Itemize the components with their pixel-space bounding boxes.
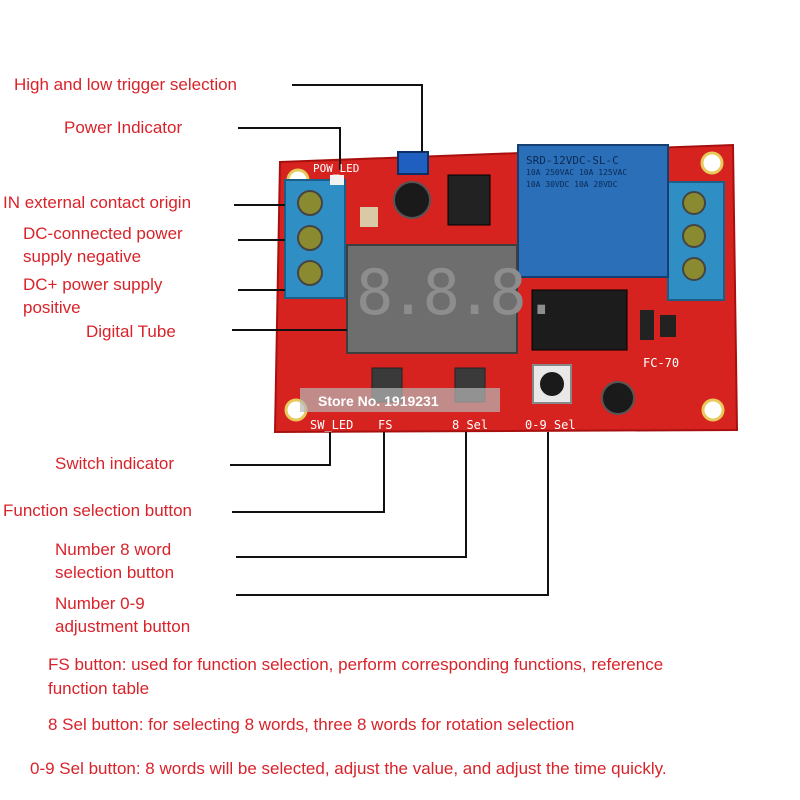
label-digital-tube: Digital Tube	[86, 322, 176, 341]
label-power-indicator: Power Indicator	[64, 118, 183, 137]
relay-rating-1: 10A 250VAC 10A 125VAC	[526, 168, 628, 177]
smd-component	[640, 310, 654, 340]
leader-line-trigger	[292, 84, 423, 152]
silkscreen-sw-led: SW_LED	[310, 418, 354, 432]
mounting-hole	[701, 398, 725, 422]
label-dc-negative-2: supply negative	[23, 247, 142, 266]
terminal-screw	[682, 257, 706, 281]
voltage-regulator	[447, 174, 491, 226]
silkscreen-sel8: 8 Sel	[452, 418, 489, 432]
label-dc-positive-1: DC+ power supply	[23, 275, 163, 294]
desc-sel09: 0-9 Sel button: 8 words will be selected…	[30, 759, 667, 778]
power-led	[330, 175, 344, 185]
capacitor	[601, 381, 635, 415]
label-number8-1: Number 8 word	[55, 540, 172, 559]
silkscreen-fs: FS	[378, 418, 393, 432]
digital-tube-digits: 8.8.8.	[356, 256, 560, 329]
sel09-button-cap	[540, 372, 564, 396]
leader-line-number09	[236, 432, 549, 596]
leader-line-function	[232, 432, 385, 513]
label-number09-1: Number 0-9	[55, 594, 145, 613]
terminal-screw	[297, 225, 323, 251]
microcontroller-chip	[531, 289, 628, 351]
leader-line-power-indicator	[238, 127, 341, 170]
digital-tube	[346, 244, 518, 354]
label-dc-positive-2: positive	[23, 298, 81, 317]
relay-rating-2: 10A 30VDC 10A 28VDC	[526, 180, 618, 189]
desc-sel8: 8 Sel button: for selecting 8 words, thr…	[48, 715, 575, 734]
terminal-screw	[297, 260, 323, 286]
watermark-band	[300, 388, 500, 412]
label-in-external: IN external contact origin	[3, 193, 192, 212]
silkscreen-sel09: 0-9 Sel	[525, 418, 576, 432]
terminal-screw	[297, 190, 323, 216]
silkscreen-model: FC-70	[643, 356, 680, 370]
label-number09-2: adjustment button	[55, 617, 191, 636]
smd-component	[660, 315, 676, 337]
relay	[517, 144, 669, 278]
trigger-jumper	[397, 151, 429, 175]
desc-fs: FS button: used for function selection, …	[48, 655, 664, 698]
relay-model-text: SRD-12VDC-SL-C	[526, 154, 619, 167]
leader-line-number8	[236, 432, 467, 558]
terminal-screw	[682, 191, 706, 215]
label-function-button: Function selection button	[3, 501, 193, 520]
terminal-screw	[682, 224, 706, 248]
watermark-text: Store No. 1919231	[318, 393, 439, 409]
label-switch-indicator: Switch indicator	[55, 454, 175, 473]
label-number8-2: selection button	[55, 563, 175, 582]
capacitor	[393, 181, 431, 219]
in-component	[360, 207, 378, 227]
leader-line-switch-indicator	[230, 432, 331, 466]
label-dc-negative-1: DC-connected power	[23, 224, 183, 243]
silkscreen-pow-led: POW_LED	[313, 162, 360, 175]
label-trigger-selection: High and low trigger selection	[14, 75, 238, 94]
mounting-hole	[700, 151, 724, 175]
